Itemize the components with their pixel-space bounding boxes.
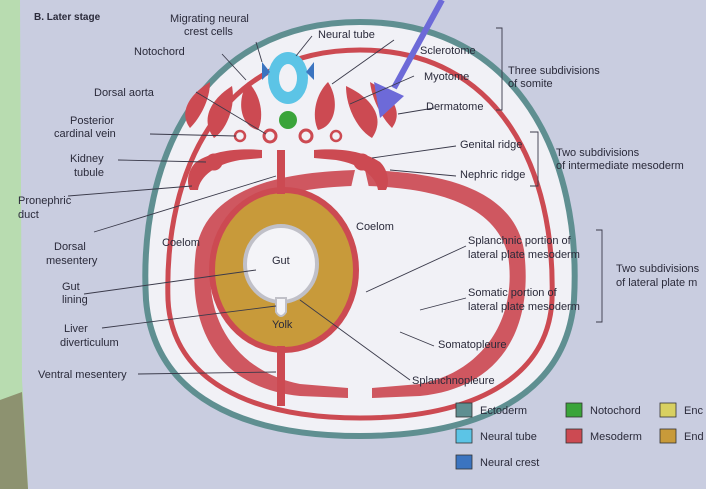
legend-swatch — [456, 403, 472, 417]
label-posterior-cardinal-vein-line2: cardinal vein — [54, 128, 116, 140]
label-somatopleure: Somatopleure — [438, 339, 507, 351]
label-yolk: Yolk — [272, 319, 293, 331]
cardinal-vein-right — [331, 131, 341, 141]
label-ventral-mesentery: Ventral mesentery — [38, 369, 127, 381]
label-kidney-tubule-line2: tubule — [74, 167, 104, 179]
neural-tube-lumen — [279, 64, 297, 92]
label-splanchnopleure: Splanchnopleure — [412, 375, 495, 387]
legend-swatch — [566, 429, 582, 443]
label-liver-diverticulum-line2: diverticulum — [60, 337, 119, 349]
cardinal-vein-left — [235, 131, 245, 141]
label-genital-ridge: Genital ridge — [460, 139, 522, 151]
label-somite-group-line2: of somite — [508, 78, 553, 90]
label-liver-diverticulum-line1: Liver — [64, 323, 88, 335]
label-nephric-ridge: Nephric ridge — [460, 169, 525, 181]
legend-label: Notochord — [590, 405, 641, 417]
legend-label: End — [684, 431, 704, 443]
legend-label: Ectoderm — [480, 405, 527, 417]
label-sclerotome: Sclerotome — [420, 45, 476, 57]
legend-swatch — [566, 403, 582, 417]
label-coelom-left: Coelom — [162, 237, 200, 249]
label-splanchnic-line2: lateral plate mesoderm — [468, 249, 580, 261]
label-dorsal-aorta: Dorsal aorta — [94, 87, 155, 99]
label-myotome: Myotome — [424, 71, 469, 83]
label-gut-lining-line1: Gut — [62, 281, 80, 293]
label-lateral-group-line1: Two subdivisions — [616, 263, 700, 275]
legend-label: Mesoderm — [590, 431, 642, 443]
label-dorsal-mesentery-line1: Dorsal — [54, 241, 86, 253]
legend-label: Enc — [684, 405, 703, 417]
label-migrating-neural-crest-line1: Migrating neural — [170, 13, 249, 25]
dorsal-aorta-right — [300, 130, 312, 142]
label-pronephric-duct-line2: duct — [18, 209, 39, 221]
dorsal-aorta — [264, 130, 276, 142]
label-dorsal-mesentery-line2: mesentery — [46, 255, 98, 267]
label-kidney-tubule-line1: Kidney — [70, 153, 104, 165]
ventral-mesentery — [277, 346, 285, 406]
notochord — [279, 111, 297, 129]
legend-label: Neural tube — [480, 431, 537, 443]
label-posterior-cardinal-vein-line1: Posterior — [70, 115, 114, 127]
legend-swatch — [660, 429, 676, 443]
label-gut-lining-line2: lining — [62, 294, 88, 306]
label-pronephric-duct-line1: Pronephric — [18, 195, 72, 207]
legend-swatch — [456, 455, 472, 469]
section-heading: B. Later stage — [34, 12, 101, 23]
label-neural-tube: Neural tube — [318, 29, 375, 41]
label-migrating-neural-crest-line2: crest cells — [184, 26, 233, 38]
legend-swatch — [456, 429, 472, 443]
label-splanchnic-line1: Splanchnic portion of — [468, 235, 572, 247]
label-gut: Gut — [272, 255, 290, 267]
dorsal-mesentery — [277, 150, 285, 194]
label-intermediate-group-line2: of intermediate mesoderm — [556, 160, 684, 172]
label-intermediate-group-line1: Two subdivisions — [556, 147, 640, 159]
legend-swatch — [660, 403, 676, 417]
label-somite-group-line1: Three subdivisions — [508, 65, 600, 77]
label-coelom-right: Coelom — [356, 221, 394, 233]
label-somatic-line2: lateral plate mesoderm — [468, 301, 580, 313]
label-dermatome: Dermatome — [426, 101, 483, 113]
label-somatic-line1: Somatic portion of — [468, 287, 558, 299]
label-notochord: Notochord — [134, 46, 185, 58]
liver-diverticulum — [276, 298, 286, 316]
legend-label: Neural crest — [480, 457, 539, 469]
label-lateral-group-line2: of lateral plate m — [616, 277, 697, 289]
